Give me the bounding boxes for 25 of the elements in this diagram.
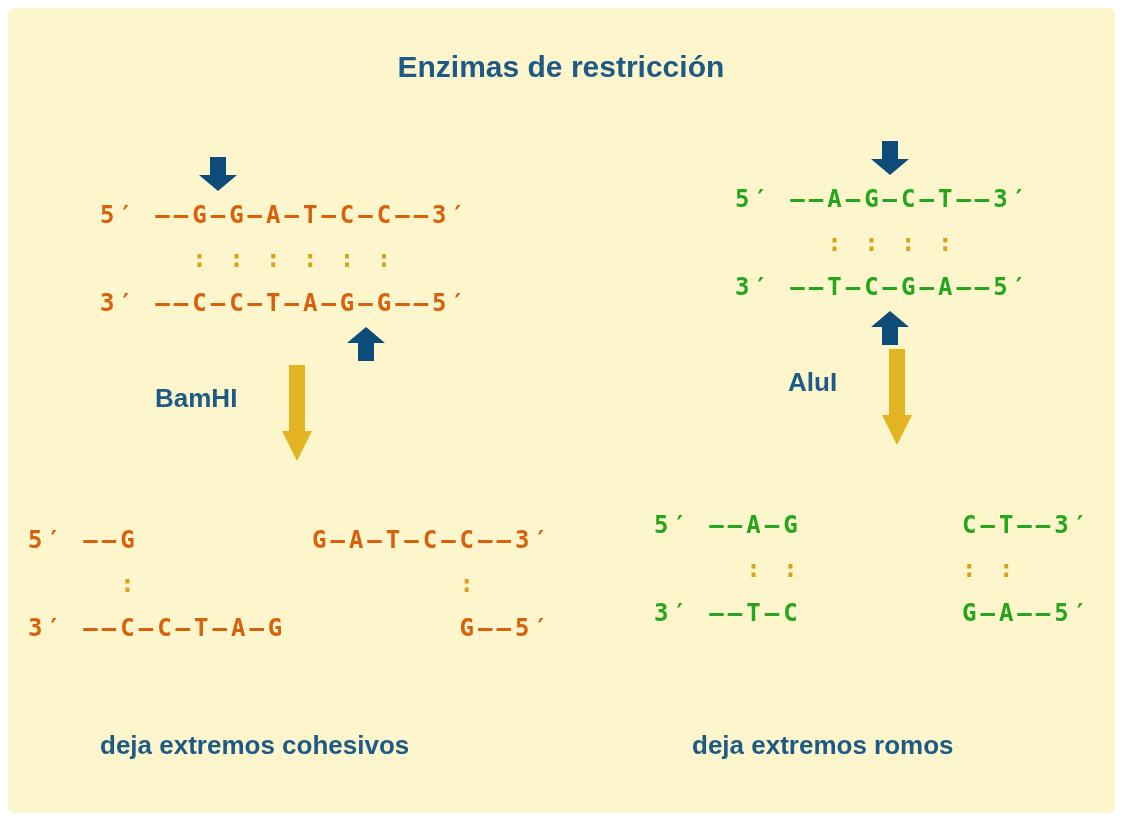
- caption-text: deja extremos cohesivos: [100, 730, 410, 761]
- dna-strand: 3′ ––C–C–T–A–G–G––5′: [100, 288, 469, 319]
- dna-strand: G–A–T–C–C––3′: [312, 525, 552, 556]
- base-pair-dots: :: [120, 569, 139, 600]
- dna-strand: 3′ ––T–C: [654, 598, 802, 629]
- arrow: [282, 365, 312, 461]
- dna-strand: 5′ ––A–G: [654, 510, 802, 541]
- dna-strand: 3′ ––C–C–T–A–G: [28, 613, 287, 644]
- edge-label: AluI: [788, 367, 838, 398]
- arrow: [882, 349, 912, 445]
- base-pair-dots: :: [459, 569, 479, 600]
- title: Enzimas de restricción: [397, 50, 725, 84]
- dna-strand: G–A––5′: [962, 598, 1092, 629]
- caption-text: deja extremos romos: [692, 730, 954, 761]
- dna-strand: 5′ ––G: [28, 525, 139, 556]
- base-pair-dots: : : : : : :: [192, 244, 396, 275]
- dna-strand: G––5′: [459, 613, 552, 644]
- base-pair-dots: : : : :: [827, 228, 957, 259]
- dna-strand: C–T––3′: [962, 510, 1092, 541]
- base-pair-dots: : :: [962, 554, 1018, 585]
- base-pair-dots: : :: [746, 554, 802, 585]
- dna-strand: 5′ ––A–G–C–T––3′: [735, 184, 1031, 215]
- dna-strand: 3′ ––T–C–G–A––5′: [735, 272, 1031, 303]
- edge-label: BamHI: [155, 383, 238, 414]
- dna-strand: 5′ ––G–G–A–T–C–C––3′: [100, 200, 469, 231]
